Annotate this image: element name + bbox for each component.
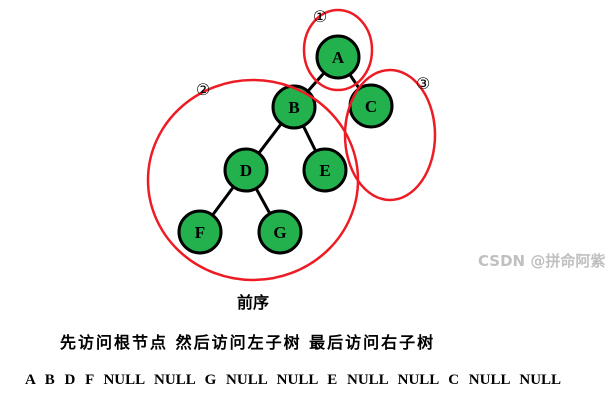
node-label-E: E xyxy=(319,161,330,180)
node-label-B: B xyxy=(288,98,299,117)
node-label-D: D xyxy=(240,161,252,180)
node-F xyxy=(177,209,223,255)
node-A xyxy=(315,34,361,80)
node-label-A: A xyxy=(332,48,345,67)
region-label-3: ③ xyxy=(416,74,430,93)
node-D xyxy=(223,147,269,193)
node-label-G: G xyxy=(273,223,286,242)
node-E xyxy=(302,147,348,193)
region-3 xyxy=(343,68,437,202)
node-label-F: F xyxy=(195,223,205,242)
traversal-description: 先访问根节点 然后访问左子树 最后访问右子树 xyxy=(60,333,436,352)
node-label-C: C xyxy=(365,97,377,116)
node-G xyxy=(257,209,303,255)
region-label-2: ② xyxy=(196,80,210,99)
region-label-1: ① xyxy=(313,7,327,26)
watermark: CSDN @拼命阿紫 xyxy=(478,252,606,270)
node-B xyxy=(271,84,317,130)
traversal-sequence: A B D F NULL NULL G NULL NULL E NULL NUL… xyxy=(25,372,562,388)
diagram-title: 前序 xyxy=(237,293,270,312)
region-1 xyxy=(302,8,374,92)
